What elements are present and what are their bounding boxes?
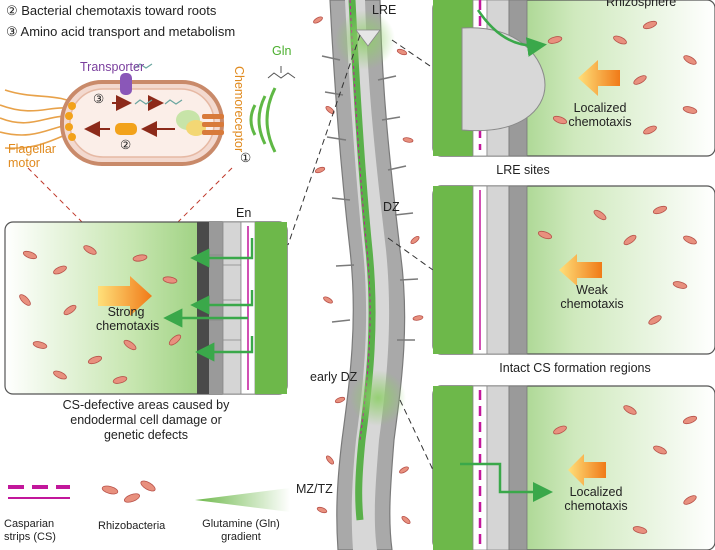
step-3-marker: ③ <box>93 92 105 106</box>
legend-casparian-label: Casparian strips (CS) <box>4 518 56 543</box>
gln-waves <box>249 87 277 153</box>
right-panel-2 <box>432 185 715 355</box>
gln-label: Gln <box>272 44 292 58</box>
en-label: En <box>236 206 252 220</box>
localized-chemotaxis-label-2: Localized chemotaxis <box>564 485 628 513</box>
scattered-bacteria <box>19 20 698 534</box>
zone-dz: DZ <box>383 200 400 214</box>
step-2-marker: ② <box>120 138 132 152</box>
flagellar-motor-label: Flagellar motor <box>8 142 56 170</box>
transporter-label: Transporter <box>80 60 145 74</box>
root-bacteria <box>313 16 424 525</box>
motor-signal <box>115 123 137 135</box>
zone-early-dz: early DZ <box>310 370 358 384</box>
bacterium-cell <box>60 63 224 166</box>
zone-mz-tz: MZ/TZ <box>296 482 333 496</box>
strong-chemotaxis-label: Strong chemotaxis <box>96 305 160 333</box>
legend-line-transport: ③ Amino acid transport and metabolism <box>6 24 236 39</box>
legend-line-chemotaxis: ② Bacterial chemotaxis toward roots <box>6 3 217 18</box>
chemoreceptor-label: Chemoreceptor <box>232 66 246 153</box>
intact-cs-caption: Intact CS formation regions <box>499 361 651 375</box>
right-panel-1 <box>432 0 715 157</box>
legend-glutamine-label: Glutamine (Gln) gradient <box>202 518 280 543</box>
rhizosphere-label: Rhizosphere <box>606 0 677 9</box>
lre-sites-caption: LRE sites <box>496 163 550 177</box>
legend-rhizobacteria-label: Rhizobacteria <box>98 520 166 532</box>
left-panel <box>4 221 288 395</box>
right-panel-3 <box>432 385 715 550</box>
step-1-marker: ① <box>240 151 252 165</box>
gln-molecule-icon <box>267 66 296 79</box>
weak-chemotaxis-label: Weak chemotaxis <box>560 283 624 311</box>
zone-lre: LRE <box>372 3 397 17</box>
zoom-lines <box>27 167 233 251</box>
localized-chemotaxis-label-1: Localized chemotaxis <box>568 101 632 129</box>
legend-symbols <box>8 480 290 512</box>
transporter-protein <box>120 73 132 95</box>
root <box>287 0 434 550</box>
left-panel-caption: CS-defective areas caused by endodermal … <box>62 398 230 442</box>
